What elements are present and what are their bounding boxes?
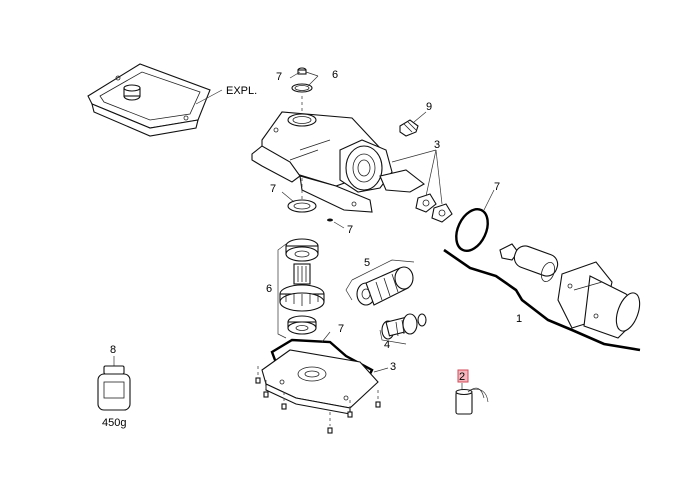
gearbox-base-part[interactable] [261,349,379,415]
gearbox-cover-part[interactable] [87,63,223,137]
callout-2: 2 [459,371,465,383]
electric-motor-part[interactable] [499,243,644,339]
callout-1: 1 [516,313,522,325]
callout-7-top: 7 [276,71,282,83]
breather-plug-part[interactable] [399,119,419,137]
callout-6-left: 6 [266,283,272,295]
motor-oring-part[interactable] [450,204,494,256]
callout-7-motor: 7 [494,181,500,193]
base-screws-part[interactable] [255,366,381,434]
lower-bearing-part[interactable] [287,315,317,335]
gasket-plate-a-part[interactable] [415,193,437,213]
callout-2-highlight [457,369,469,383]
secondary-gear-set-part[interactable] [381,313,427,340]
gasket-plate-b-part[interactable] [431,203,453,223]
small-oring-part[interactable] [327,218,333,222]
callout-7-seal: 7 [338,323,344,335]
gearbox-housing-part[interactable] [251,111,425,213]
callout-3-bottom: 3 [390,361,396,373]
callout-4: 4 [384,339,390,351]
grease-jar-part[interactable] [97,365,131,411]
shaft-seal-ring-part[interactable] [287,199,317,213]
pinion-shaft-part[interactable] [293,263,311,285]
callout-8: 8 [110,344,116,356]
callout-expl: EXPL. [226,85,257,97]
top-oring-part[interactable] [291,83,313,93]
grease-weight-label: 450g [102,417,126,429]
callout-7-mid: 7 [270,183,276,195]
capacitor-part[interactable] [455,387,489,415]
worm-shaft-part[interactable] [356,266,414,306]
callout-6-top: 6 [332,69,338,81]
upper-bearing-part[interactable] [285,238,319,262]
main-gear-part[interactable] [279,284,325,312]
top-plug-part[interactable] [297,67,307,75]
callout-3-right: 3 [434,139,440,151]
callout-7-small: 7 [347,224,353,236]
callout-5: 5 [364,257,370,269]
callout-9: 9 [426,101,432,113]
